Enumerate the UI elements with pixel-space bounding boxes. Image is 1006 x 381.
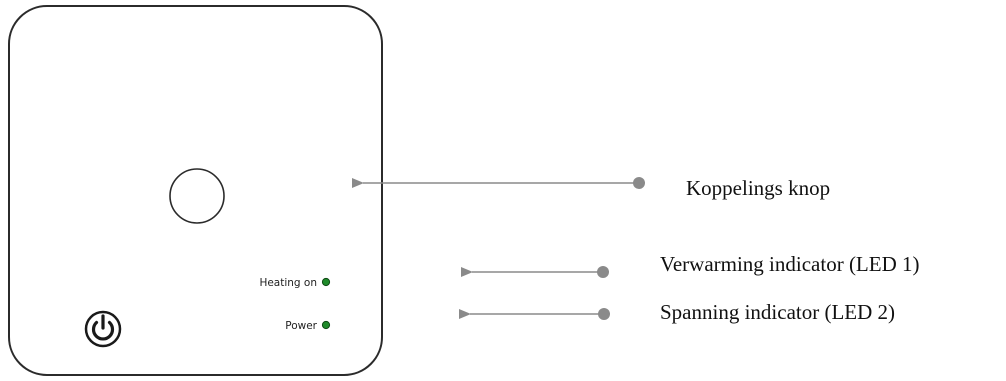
power-led-label: Power <box>285 320 317 332</box>
callout-label-power: Spanning indicator (LED 2) <box>660 300 895 324</box>
callout-label-pairing: Koppelings knop <box>686 176 830 200</box>
power-led <box>321 320 331 330</box>
heating-led <box>321 277 331 287</box>
callout-arrow-heating <box>461 266 609 278</box>
pairing-button[interactable] <box>169 168 225 224</box>
callout-arrow-pairing <box>352 177 645 189</box>
callout-arrow-power <box>459 308 610 320</box>
heating-led-label: Heating on <box>259 277 317 289</box>
power-icon[interactable] <box>84 310 122 348</box>
callout-label-heating: Verwarming indicator (LED 1) <box>660 252 920 276</box>
